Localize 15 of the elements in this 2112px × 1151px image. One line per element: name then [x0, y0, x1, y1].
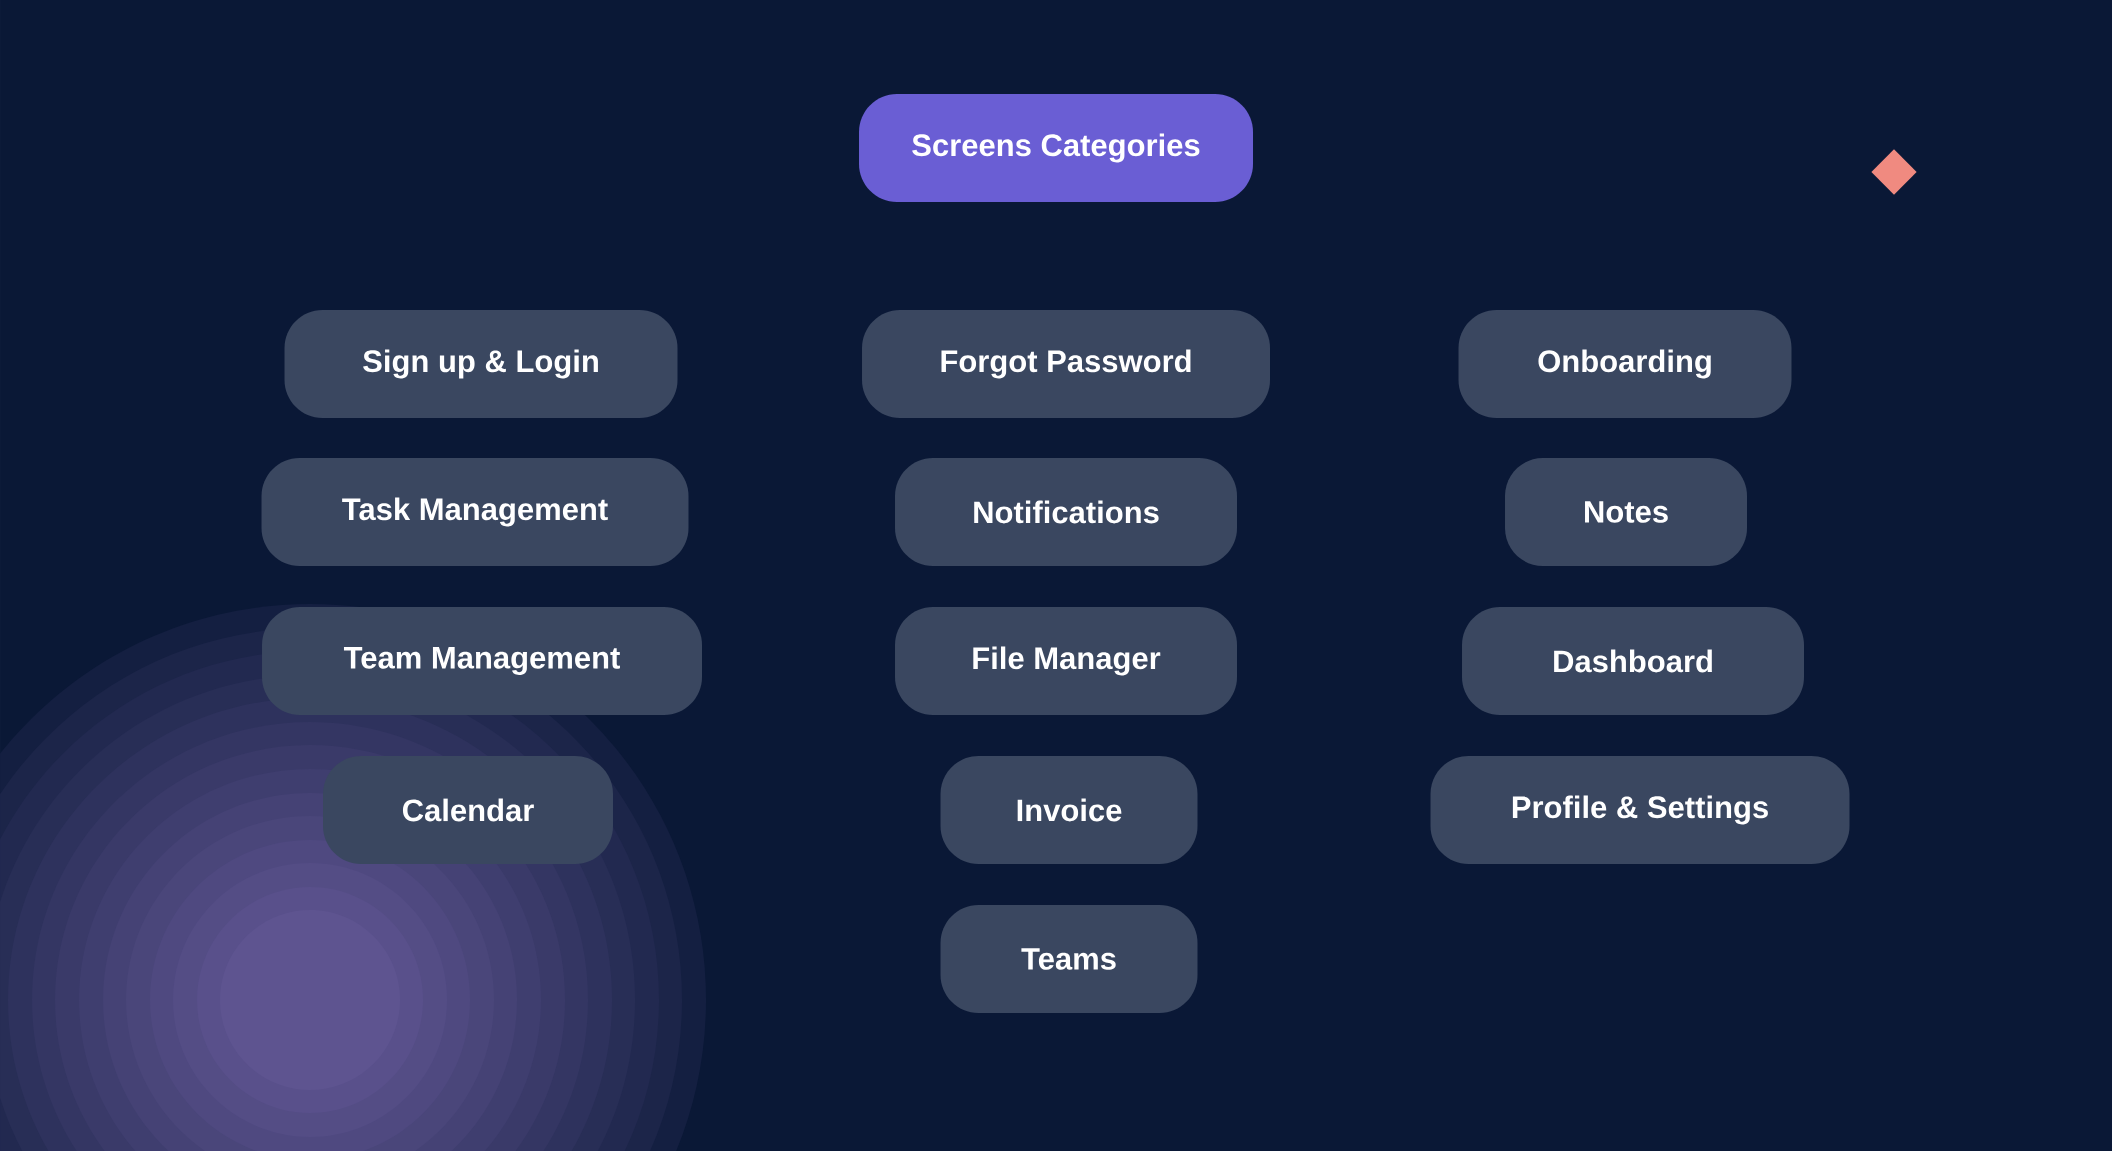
- category-pill: Team Management: [262, 607, 702, 715]
- category-pill: Invoice: [940, 756, 1198, 864]
- category-pill: File Manager: [895, 607, 1237, 715]
- category-pill: Task Management: [261, 458, 689, 566]
- category-pill: Notes: [1505, 458, 1747, 566]
- category-pill: Teams: [940, 905, 1198, 1013]
- category-pill: Dashboard: [1462, 607, 1804, 715]
- title-pill: Screens Categories: [859, 94, 1253, 202]
- category-pill: Notifications: [895, 458, 1237, 566]
- category-pill: Calendar: [323, 756, 613, 864]
- category-pill: Forgot Password: [862, 310, 1270, 418]
- node-label: Calendar: [402, 798, 534, 822]
- category-pill: Onboarding: [1458, 310, 1792, 418]
- category-pill: Profile & Settings: [1430, 756, 1850, 864]
- category-pill: Sign up & Login: [284, 310, 678, 418]
